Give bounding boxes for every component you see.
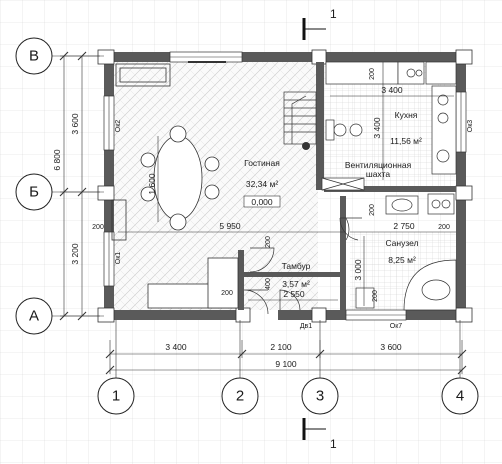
section-mark-bottom: 1 <box>330 437 337 451</box>
dim-200-kitchen: 200 <box>369 68 376 80</box>
log-ends <box>97 49 473 323</box>
kitchen-area: 11,56 м² <box>390 136 422 146</box>
living-room-name: Гостиная <box>244 158 280 168</box>
dim-kitchen-height: 3 400 <box>372 117 382 139</box>
window-glass-lines <box>108 56 462 316</box>
axis-label-row-2: Б <box>29 184 39 201</box>
axis-bubbles <box>15 37 479 415</box>
furniture-kitchen <box>325 61 457 175</box>
window-ok2-label: Ок2 <box>115 120 122 133</box>
living-room-area: 32,34 м² <box>246 179 278 189</box>
interior-walls <box>238 62 456 310</box>
dim-200-vest: 200 <box>265 236 272 248</box>
dim-400: 400 <box>265 278 272 290</box>
axis-label-col-1: 1 <box>112 388 120 405</box>
staircase <box>283 91 317 145</box>
vestibule-name: Тамбур <box>282 261 311 271</box>
door-swings <box>243 217 362 315</box>
dim-bottom-3: 3 600 <box>380 342 402 352</box>
vent-name: Вентиляционная <box>345 160 412 170</box>
kitchen-name: Кухня <box>395 110 418 120</box>
window-ok7-label: Ок7 <box>390 323 403 330</box>
dim-left-lower: 3 200 <box>70 243 80 265</box>
level-mark-box <box>243 195 281 208</box>
dim-kitchen-width: 3 400 <box>381 85 403 95</box>
axis-label-col-2: 2 <box>236 388 244 405</box>
dim-bottom-total: 9 100 <box>275 359 297 369</box>
window-ok3-label: Ок3 <box>467 120 474 133</box>
window-ok1-label: Ок1 <box>115 252 122 265</box>
section-mark-top: 1 <box>330 7 337 21</box>
axis-label-col-4: 4 <box>456 388 464 405</box>
axis-label-row-1: В <box>29 48 39 65</box>
dim-bath-height: 3 000 <box>353 259 363 281</box>
vent-shaft <box>321 177 365 191</box>
axis-label-row-3: А <box>29 308 39 325</box>
dim-vest-width: 2 550 <box>283 289 305 299</box>
section-marks <box>302 18 326 440</box>
dim-bottom-2: 2 100 <box>270 342 292 352</box>
furniture-living <box>111 61 239 309</box>
dim-200-right: 200 <box>438 224 450 231</box>
dim-200-lower: 200 <box>221 290 233 297</box>
vestibule-area: 3,57 м² <box>282 279 310 289</box>
door-d1-label: Дв1 <box>300 323 312 330</box>
axis-lines <box>52 55 461 382</box>
dimension-lines <box>60 55 463 374</box>
dim-left-outer: 6 800 <box>52 149 62 171</box>
bath-area: 8,25 м² <box>388 255 416 265</box>
axis-label-col-3: 3 <box>316 388 324 405</box>
chimney-point <box>302 142 310 150</box>
dim-bath-width: 2 750 <box>393 221 415 231</box>
bath-name: Санузел <box>385 238 418 248</box>
level-mark: 0,000 <box>251 197 273 207</box>
dim-200-bath: 200 <box>372 290 379 302</box>
vent-name-2: шахта <box>366 169 390 179</box>
dim-bottom-1: 3 400 <box>165 342 187 352</box>
dim-table: 1 600 <box>147 173 157 195</box>
dim-200-vent: 200 <box>369 204 376 216</box>
dim-left-upper: 3 600 <box>70 113 80 135</box>
dim-living-width: 5 950 <box>219 221 241 231</box>
dim-200-left: 200 <box>92 224 104 231</box>
furniture-bath <box>345 193 457 311</box>
